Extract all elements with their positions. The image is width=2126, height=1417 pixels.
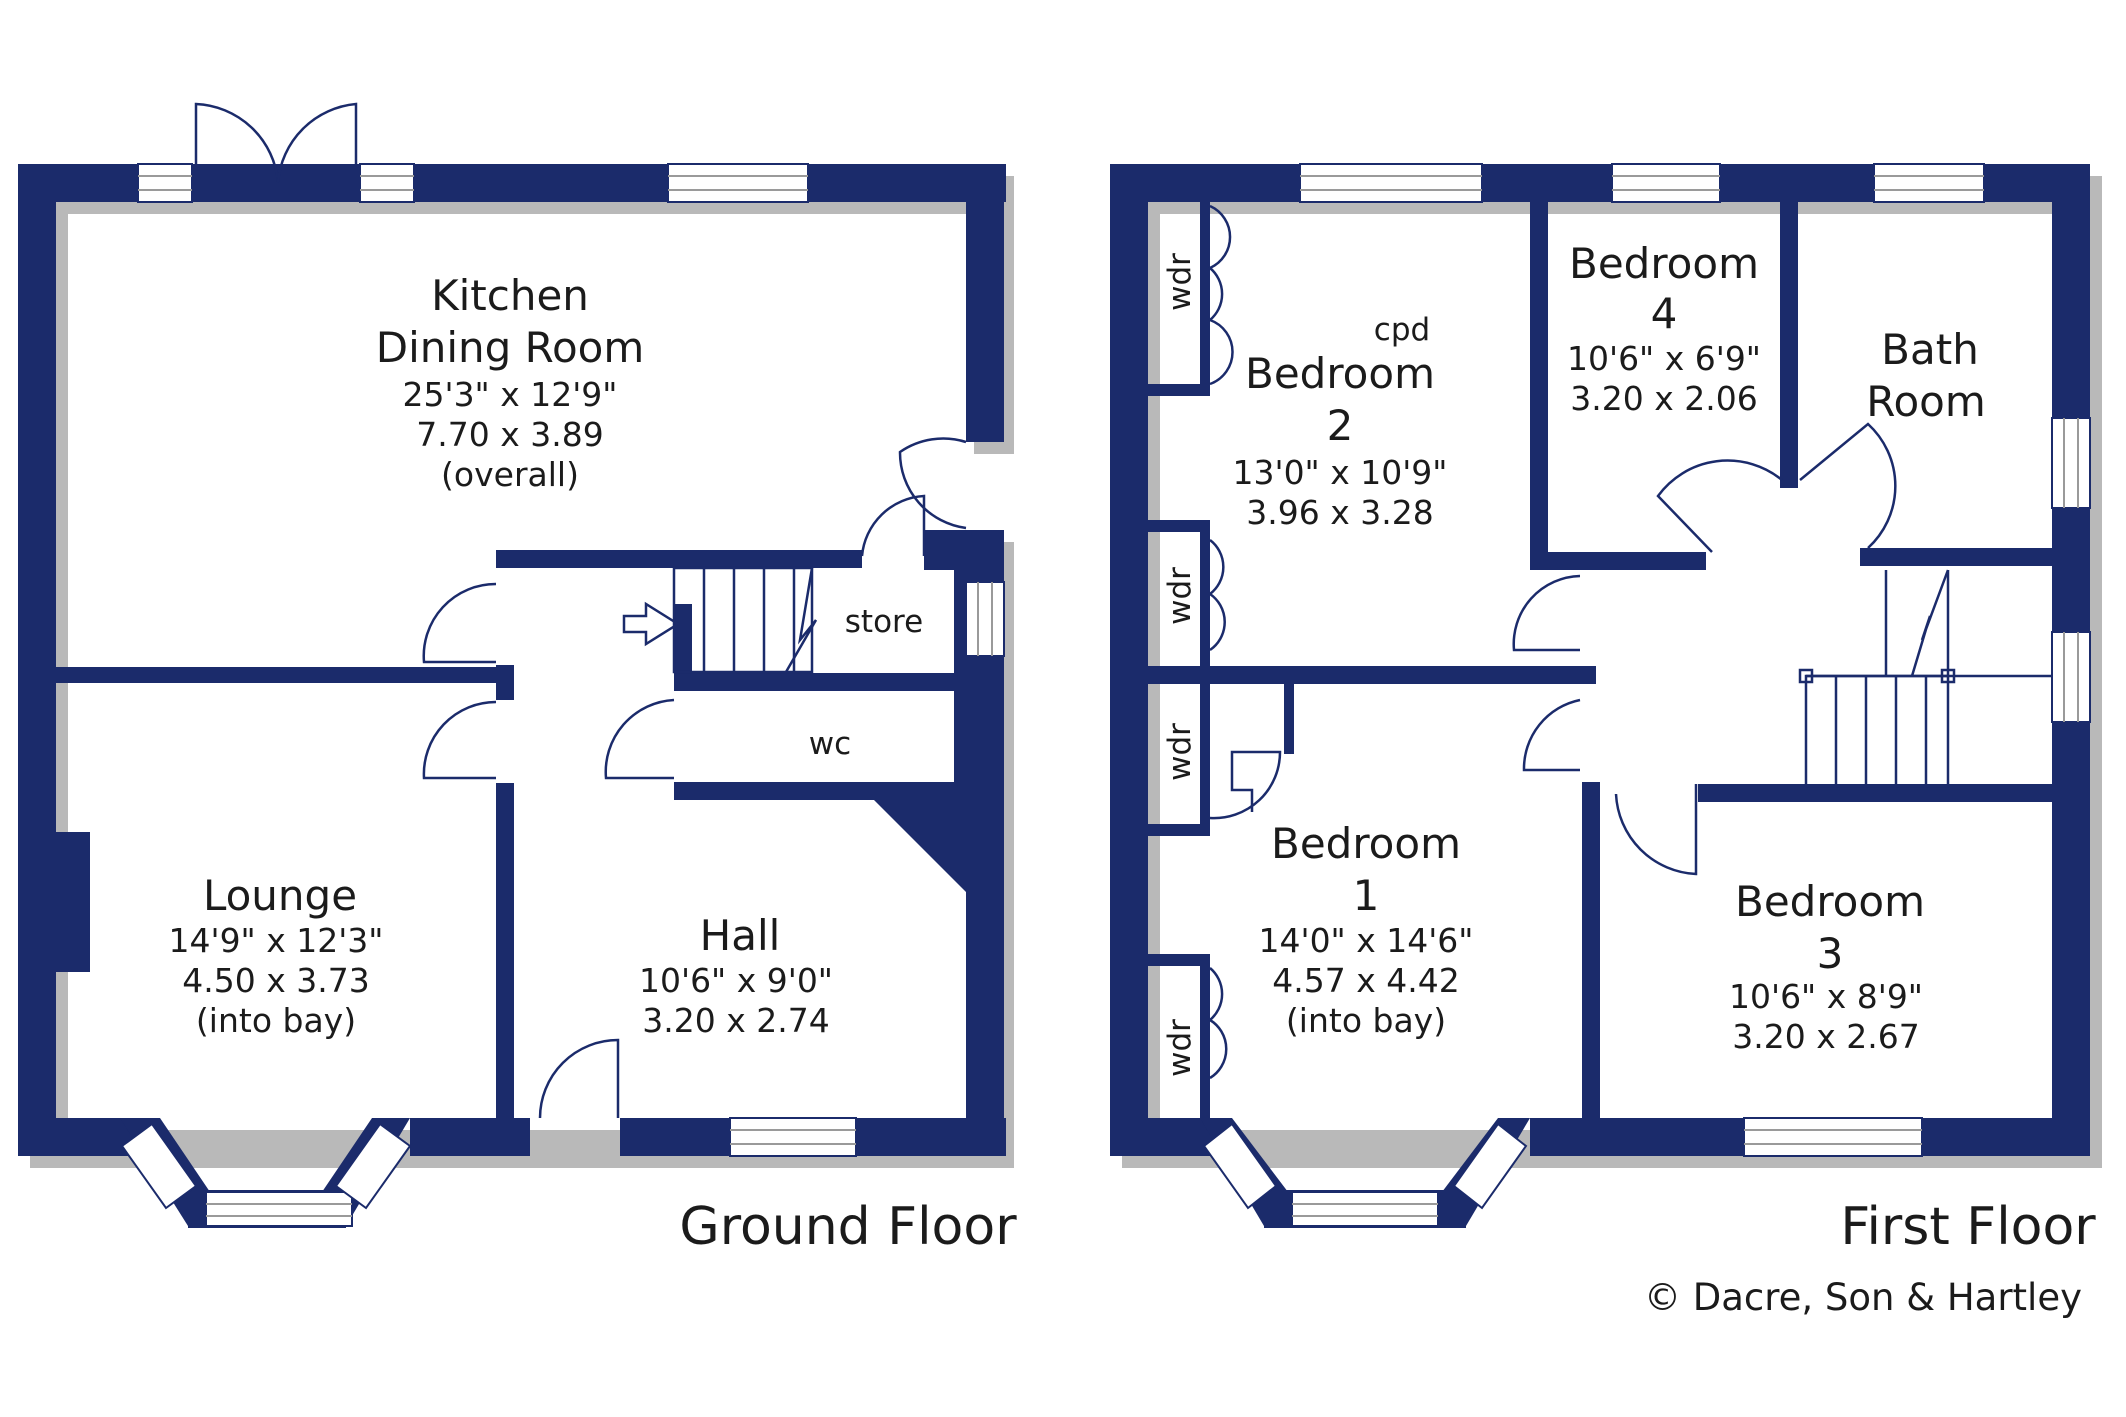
bedroom1-imperial: 14'0" x 14'6" [1259, 921, 1474, 960]
bedroom3-door [1614, 784, 1698, 876]
rear-door [898, 437, 967, 530]
lounge-imperial: 14'9" x 12'3" [169, 921, 384, 960]
first-floor-stairs [1798, 569, 2052, 788]
front-door [538, 1038, 620, 1119]
bathroom-side-window [2051, 417, 2091, 509]
bedroom3-name-2: 3 [1817, 929, 1844, 978]
bedroom4-name-2: 4 [1651, 289, 1678, 338]
lounge-door [422, 700, 497, 780]
kitchen-window-left [137, 163, 193, 203]
hall-name: Hall [700, 911, 781, 960]
bedroom2-window [1299, 163, 1483, 203]
bedroom2-imperial: 13'0" x 10'9" [1233, 453, 1448, 492]
first-floor: cpd Bedroom 2 13'0" x 10'9" 3.96 x 3.28 … [1110, 163, 2102, 1319]
bedroom4-metric: 3.20 x 2.06 [1570, 379, 1757, 418]
kitchen-window-right [667, 163, 809, 203]
wardrobe-doors-b2-bottom [1207, 539, 1226, 652]
kitchen-name-1: Kitchen [431, 271, 589, 320]
bathroom-name-1: Bath [1881, 325, 1979, 374]
bedroom3-window [1743, 1117, 1923, 1157]
wc-label: wc [809, 726, 851, 762]
wardrobe-doors-b1-top [1209, 750, 1282, 820]
bedroom1-note: (into bay) [1286, 1001, 1446, 1040]
bedroom1-metric: 4.57 x 4.42 [1272, 961, 1459, 1000]
ground-floor: Kitchen Dining Room 25'3" x 12'9" 7.70 x… [18, 102, 1018, 1257]
bedroom3-imperial: 10'6" x 8'9" [1729, 977, 1923, 1016]
kitchen-note: (overall) [441, 455, 579, 494]
store-label: store [845, 604, 923, 640]
ground-floor-label: Ground Floor [679, 1197, 1017, 1257]
wardrobe-label-3: wdr [1162, 723, 1198, 781]
kitchen-metric: 7.70 x 3.89 [416, 415, 603, 454]
cpd-label: cpd [1374, 312, 1430, 348]
wardrobe-doors-b2-top [1207, 204, 1234, 386]
french-door-right [276, 102, 358, 183]
bedroom2-door [1512, 574, 1581, 652]
bedroom3-metric: 3.20 x 2.67 [1732, 1017, 1919, 1056]
ground-floor-doors [194, 102, 967, 1119]
landing-window [2051, 631, 2091, 723]
bathroom-top-window [1873, 163, 1985, 203]
first-floor-doors [1207, 204, 1897, 1080]
hall-window [729, 1117, 857, 1157]
bedroom1-name-1: Bedroom [1271, 819, 1461, 868]
kitchen-name-2: Dining Room [376, 323, 645, 372]
ground-floor-labels: Kitchen Dining Room 25'3" x 12'9" 7.70 x… [169, 271, 1018, 1257]
store-door [860, 494, 926, 557]
kitchen-window-mid [359, 163, 415, 203]
hall-metric: 3.20 x 2.74 [642, 1001, 829, 1040]
wardrobe-label-4: wdr [1162, 1019, 1198, 1077]
lounge-bay-window [120, 1122, 412, 1227]
french-door-left [194, 102, 280, 183]
bedroom1-bay-window [1202, 1122, 1528, 1227]
lounge-name: Lounge [203, 871, 357, 920]
stairs-arrow-icon [622, 601, 681, 647]
lounge-metric: 4.50 x 3.73 [182, 961, 369, 1000]
bathroom-name-2: Room [1866, 377, 1986, 426]
bedroom3-name-1: Bedroom [1735, 877, 1925, 926]
first-floor-labels: cpd Bedroom 2 13'0" x 10'9" 3.96 x 3.28 … [1162, 239, 2096, 1319]
kitchen-door [422, 582, 497, 664]
first-floor-walls [1110, 164, 2090, 1228]
bedroom2-name-1: Bedroom [1245, 349, 1435, 398]
bedroom2-metric: 3.96 x 3.28 [1246, 493, 1433, 532]
bathroom-door [1799, 422, 1897, 549]
store-window [965, 581, 1005, 657]
kitchen-imperial: 25'3" x 12'9" [403, 375, 618, 414]
bedroom4-window [1611, 163, 1721, 203]
bedroom4-door [1656, 459, 1783, 553]
ground-floor-stairs [622, 566, 818, 674]
wc-door [604, 698, 675, 780]
first-floor-windows [1202, 163, 2091, 1227]
bedroom4-name-1: Bedroom [1569, 239, 1759, 288]
first-floor-label: First Floor [1840, 1197, 2096, 1257]
hall-imperial: 10'6" x 9'0" [639, 961, 833, 1000]
ground-floor-windows [120, 163, 1005, 1227]
wardrobe-label-2: wdr [1162, 567, 1198, 625]
bedroom1-name-2: 1 [1353, 871, 1380, 920]
bedroom1-door [1522, 698, 1581, 772]
bedroom2-name-2: 2 [1327, 401, 1354, 450]
wardrobe-label-1: wdr [1162, 253, 1198, 311]
copyright-label: © Dacre, Son & Hartley [1644, 1276, 2082, 1319]
lounge-note: (into bay) [196, 1001, 356, 1040]
bedroom4-imperial: 10'6" x 6'9" [1567, 339, 1761, 378]
wardrobe-doors-b1-bottom [1207, 967, 1228, 1080]
